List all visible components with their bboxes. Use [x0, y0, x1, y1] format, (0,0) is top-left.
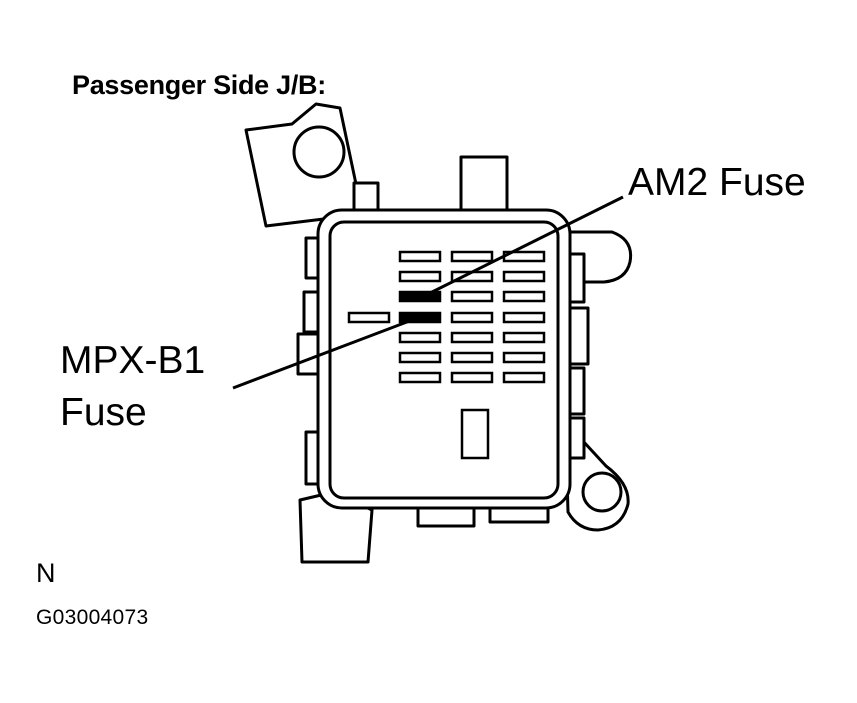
fuse-slot	[502, 351, 546, 364]
am2-leader-line	[421, 195, 624, 299]
view-letter: N	[36, 558, 56, 588]
am2-fuse-label: AM2 Fuse	[628, 161, 806, 204]
top-connector	[459, 155, 509, 215]
fuse-slot	[398, 270, 442, 283]
fuse-slot	[450, 331, 494, 344]
am2-fuse	[398, 290, 442, 303]
mpx-b1-leader-line	[232, 315, 421, 390]
mpx-b1-fuse-label: MPX-B1 Fuse	[60, 335, 205, 439]
fuse-slot	[398, 250, 442, 263]
fuse-slot	[502, 311, 546, 324]
top-left-bolt-hole	[292, 125, 346, 179]
fuse-slot	[450, 371, 494, 384]
mpx-b1-label-line-1: MPX-B1	[60, 339, 206, 382]
jb-inner-cover	[328, 220, 560, 500]
diagram-title: Passenger Side J/B:	[72, 70, 326, 100]
left-single-fuse	[347, 311, 391, 324]
relay-slot	[460, 408, 490, 460]
fuse-slot	[502, 290, 546, 303]
fuse-slot	[450, 311, 494, 324]
fuse-slot	[502, 270, 546, 283]
fuse-slot	[398, 371, 442, 384]
fuse-slot	[450, 290, 494, 303]
fuse-slot	[450, 250, 494, 263]
fuse-slot	[398, 331, 442, 344]
fuse-slot	[502, 371, 546, 384]
figure-code: G03004073	[36, 606, 149, 629]
fuse-slot	[398, 351, 442, 364]
mpx-b1-label-line-2: Fuse	[60, 391, 147, 434]
fuse-slot	[450, 351, 494, 364]
fuse-slot	[502, 331, 546, 344]
bottom-right-bolt-hole	[581, 471, 623, 513]
